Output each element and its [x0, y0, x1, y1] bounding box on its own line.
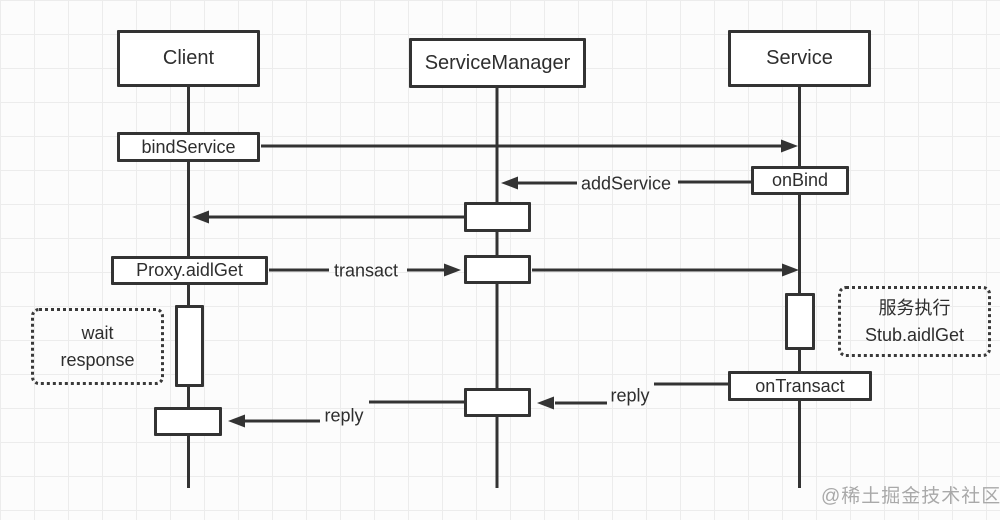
activation-client-reply: [154, 407, 222, 436]
return-to-client-arrowhead: [192, 210, 209, 224]
watermark-text: @稀土掘金技术社区: [821, 486, 1000, 507]
note-wait-response-line1: wait: [81, 322, 114, 343]
note-wait-response: wait response: [31, 308, 164, 385]
call-box-ontransact: onTransact: [728, 371, 872, 401]
call-box-proxy-aidlget: Proxy.aidlGet: [111, 256, 268, 285]
activation-sm-1: [464, 202, 531, 232]
note-service-exec-line1: 服务执行: [878, 297, 951, 318]
message-label-reply-to-sm: reply: [610, 385, 650, 406]
activation-service-exec: [785, 293, 815, 350]
actor-service: Service: [728, 30, 871, 87]
message-label-transact: transact: [333, 260, 399, 281]
message-label-addservice: addService: [580, 173, 672, 194]
call-box-onbind: onBind: [751, 166, 849, 195]
actor-client: Client: [117, 30, 260, 87]
addservice-arrowhead: [501, 176, 518, 190]
reply-to-sm-arrowhead: [537, 396, 554, 410]
actor-servicemanager: ServiceManager: [409, 38, 586, 88]
call-box-bindservice: bindService: [117, 132, 260, 162]
reply-to-client-arrowhead: [228, 414, 245, 428]
bindservice-arrowhead: [781, 139, 798, 153]
activation-client-wait: [175, 305, 204, 387]
note-service-exec: 服务执行 Stub.aidlGet: [838, 286, 991, 357]
note-service-exec-line2: Stub.aidlGet: [864, 324, 965, 345]
message-label-reply-to-client: reply: [324, 405, 364, 426]
transact-arrowhead: [444, 263, 461, 277]
note-wait-response-line2: response: [60, 349, 135, 370]
activation-sm-2: [464, 255, 531, 284]
sm-to-service-arrowhead: [782, 263, 799, 277]
activation-sm-3: [464, 388, 531, 417]
